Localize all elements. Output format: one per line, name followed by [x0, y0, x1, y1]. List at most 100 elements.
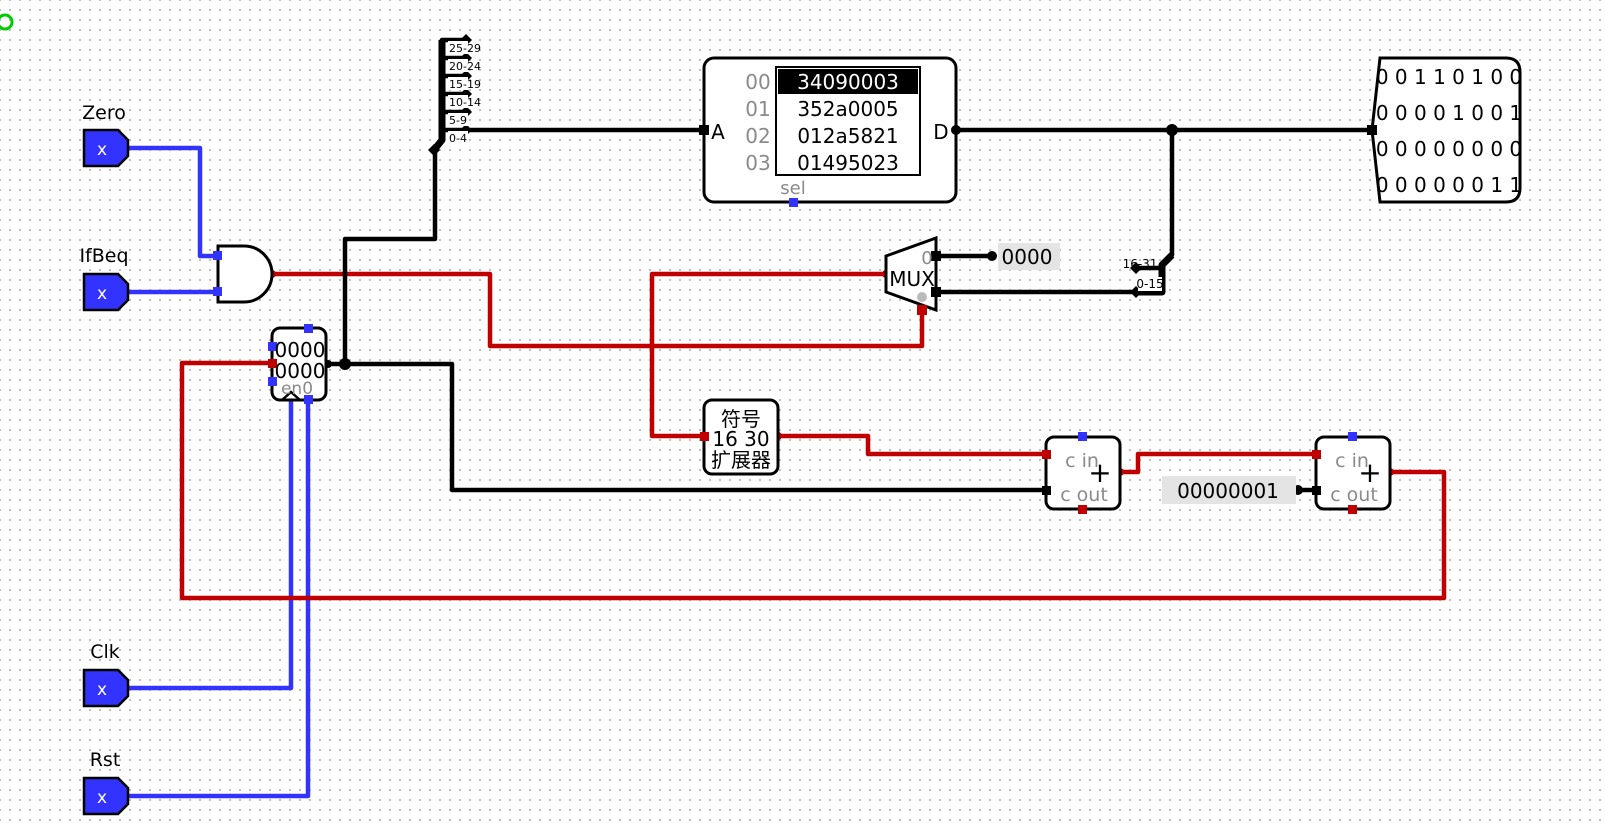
display-port: [1367, 125, 1377, 135]
sign-extender[interactable]: 符号 16 30 扩展器: [700, 398, 780, 476]
display-row: 0 0 1 1 0 1 0 0: [1376, 65, 1522, 89]
rom-selected-row: [778, 69, 918, 94]
junction-dot: [339, 358, 351, 370]
rom-port-a-label: A: [711, 120, 725, 144]
bit-splitter[interactable]: 25-29 20-24 15-19 10-14 5-9 0-4: [428, 34, 481, 156]
rom-address: 03: [745, 151, 770, 175]
mux-indicator-icon: [917, 292, 927, 302]
mux-port: [931, 287, 941, 297]
adder-2[interactable]: c in + c out: [1312, 432, 1392, 514]
rom-word: 012a5821: [797, 124, 898, 148]
pin-value: x: [97, 284, 107, 304]
multiplexer[interactable]: 0 MUX: [884, 235, 941, 315]
bit-splitter-2[interactable]: 16-31 0-15: [1123, 252, 1175, 298]
blue-wires: [123, 145, 311, 799]
extender-label: 扩展器: [711, 448, 771, 472]
rom-word: 34090003: [797, 70, 899, 94]
rom-word: 352a0005: [797, 97, 898, 121]
red-wires: [179, 271, 1447, 601]
pin-label: IfBeq: [79, 245, 128, 267]
register-port: [268, 377, 277, 386]
junction-dot: [1166, 124, 1178, 136]
adder-port: [1348, 505, 1357, 514]
input-pin-rst[interactable]: Rst x: [82, 749, 130, 816]
wire-extender-to-adder1: [775, 433, 1049, 457]
junction-dot: [987, 251, 997, 261]
pin-label: Clk: [90, 641, 120, 663]
splitter-range-label: 5-9: [449, 114, 467, 127]
splitter-range-label: 16-31: [1123, 257, 1158, 271]
register-value-high: 0000: [275, 338, 326, 362]
wire-mux-to-extender: [649, 271, 889, 439]
adder-1[interactable]: c in + c out: [1042, 432, 1122, 514]
origin-marker-icon: [0, 13, 14, 31]
extender-label: 16 30: [712, 427, 769, 451]
display-row: 0 0 0 0 0 0 0 0: [1376, 137, 1522, 161]
adder-port: [1312, 450, 1321, 459]
wire-feedback-to-register: [179, 360, 1447, 601]
wire-zero: [123, 145, 221, 259]
splitter-range-label: 20-24: [449, 60, 481, 73]
adder-cout-label: c out: [1060, 484, 1108, 506]
wire-pc-to-splitter: [342, 147, 438, 365]
splitter-range-label: 0-15: [1136, 277, 1163, 291]
wire-pc-to-adder1: [325, 361, 1051, 493]
mux-input-label: 0: [921, 248, 932, 269]
register-value-low: 0000: [275, 359, 326, 383]
adder-port: [1042, 486, 1051, 495]
and-gate[interactable]: [213, 244, 274, 304]
input-pin-clk[interactable]: Clk x: [82, 641, 130, 708]
rom-address: 00: [745, 70, 770, 94]
extender-label: 符号: [721, 407, 761, 431]
adder-cout-label: c out: [1330, 484, 1378, 506]
splitter-range-label: 0-4: [449, 132, 467, 145]
splitter-range-label: 25-29: [449, 42, 481, 55]
register-port: [304, 324, 313, 333]
rom-address: 02: [745, 124, 770, 148]
wire-rst: [123, 395, 311, 799]
mux-select-port: [917, 305, 927, 315]
wire-adder1-to-adder2: [1117, 451, 1319, 475]
adder-port: [1348, 432, 1357, 441]
pin-label: Zero: [82, 102, 126, 124]
adder-port: [1078, 432, 1087, 441]
input-pin-ifbeq[interactable]: IfBeq x: [79, 245, 130, 312]
pin-label: Rst: [90, 749, 121, 771]
adder-cin-label: c in: [1065, 450, 1099, 472]
rom-sel-port: [789, 198, 798, 207]
constant-one[interactable]: 00000001: [1162, 476, 1296, 504]
rom-port-d-label: D: [933, 120, 948, 144]
display-row: 0 0 0 0 0 0 1 1: [1376, 173, 1522, 197]
register-enable-label: en0: [281, 379, 313, 399]
adder-port: [1312, 486, 1321, 495]
rom-port-d: [951, 125, 961, 135]
adder-cin-label: c in: [1335, 450, 1369, 472]
pin-value: x: [97, 680, 107, 700]
splitter-range-label: 10-14: [449, 96, 481, 109]
wire-clk: [123, 391, 294, 691]
input-pin-zero[interactable]: Zero x: [82, 102, 130, 168]
adder-plus-icon: +: [1358, 456, 1381, 489]
constant-value: 00000001: [1177, 479, 1279, 503]
wire-and-to-mux-sel: [269, 271, 925, 349]
adder-port: [1042, 450, 1051, 459]
rom[interactable]: A D 00 01 02 03 34090003 352a0005 012a58…: [699, 56, 961, 207]
clock-triangle-icon: [281, 390, 301, 401]
register[interactable]: 0000 0000 en0: [268, 324, 328, 404]
register-port: [268, 359, 277, 368]
splitter-range-label: 15-19: [449, 78, 481, 91]
and-input-port: [213, 251, 222, 260]
adder-port: [1078, 505, 1087, 514]
display-row: 0 0 0 0 1 0 0 1: [1376, 101, 1522, 125]
binary-display: 0 0 1 1 0 1 0 0 0 0 0 0 1 0 0 1 0 0 0 0 …: [1367, 56, 1522, 204]
mux-label: MUX: [889, 267, 935, 291]
pin-value: x: [97, 140, 107, 160]
rom-port-a: [699, 125, 709, 135]
register-port: [304, 395, 313, 404]
adder-plus-icon: +: [1088, 456, 1111, 489]
and-input-port: [213, 287, 222, 296]
constant-zero[interactable]: 0000: [998, 243, 1060, 270]
mux-port: [931, 251, 941, 261]
register-port: [268, 342, 277, 351]
